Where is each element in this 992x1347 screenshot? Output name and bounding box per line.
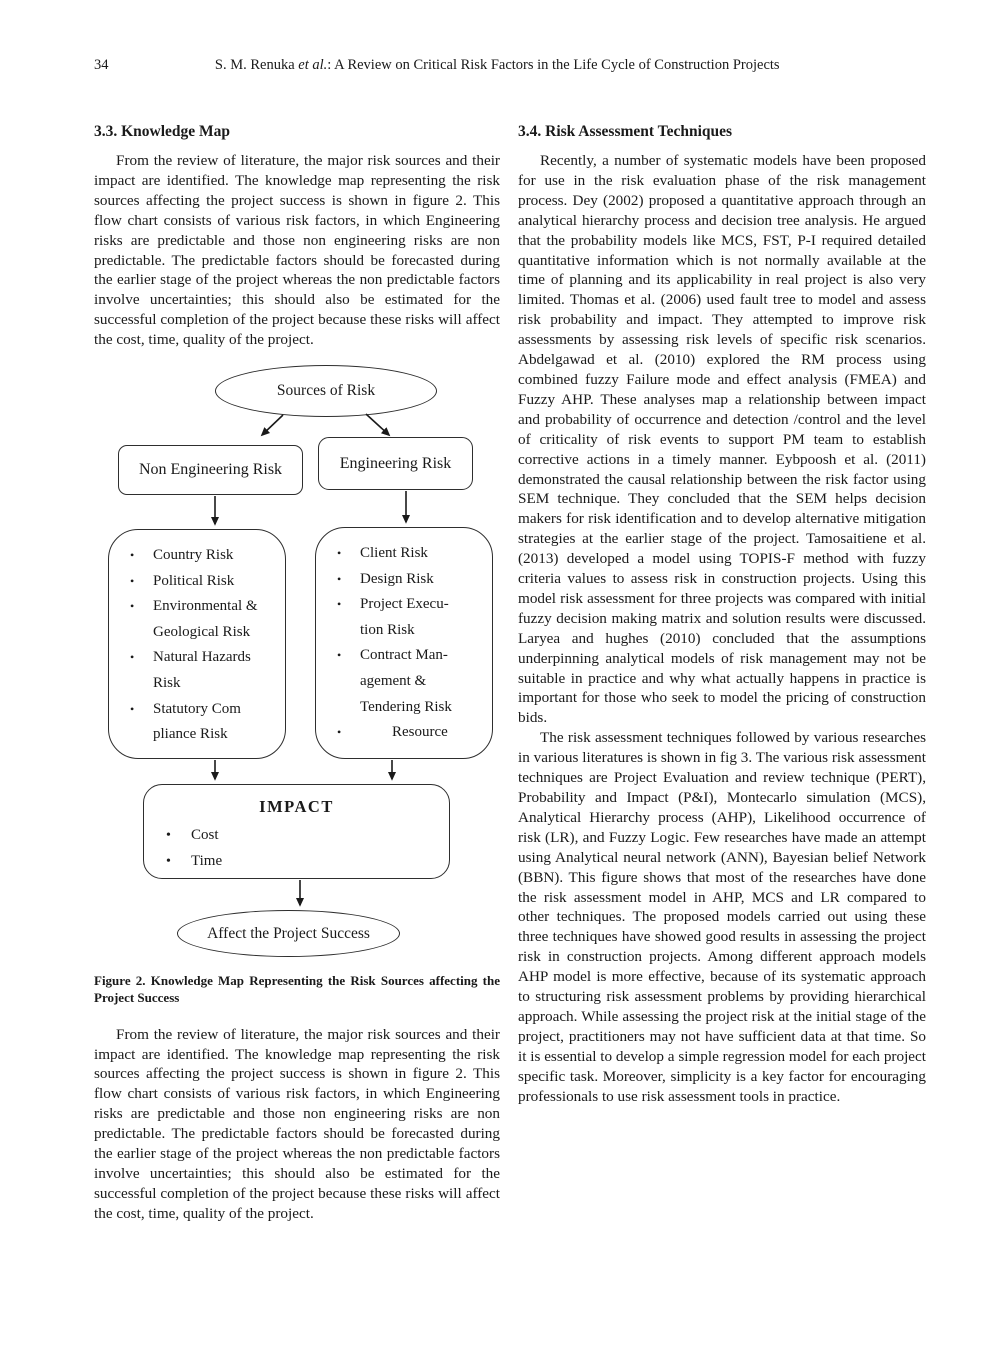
node-label: Affect the Project Success bbox=[207, 924, 370, 942]
flowchart-node-sources-of-risk: Sources of Risk bbox=[215, 365, 437, 418]
running-title-etal: et al. bbox=[298, 57, 328, 73]
section-heading-knowledge-map: 3.3. Knowledge Map bbox=[94, 123, 231, 140]
non-engineering-risk-list: Country Risk Political Risk Environmenta… bbox=[109, 543, 285, 748]
node-label: Engineering Risk bbox=[339, 454, 452, 472]
impact-title: IMPACT bbox=[259, 797, 334, 817]
left-column: 3.3. Knowledge Map From the review of li… bbox=[94, 123, 500, 1224]
running-title: S. M. Renuka et al.: A Review on Critica… bbox=[109, 57, 927, 74]
flowchart-node-non-engineering-list: Country Risk Political Risk Environmenta… bbox=[108, 529, 286, 760]
page-number: 34 bbox=[94, 57, 109, 73]
two-column-body: 3.3. Knowledge Map From the review of li… bbox=[94, 123, 926, 1224]
flowchart-node-engineering-risk: Engineering Risk bbox=[318, 437, 473, 491]
running-title-text: : A Review on Critical Risk Factors in t… bbox=[327, 57, 780, 73]
figure-2-caption: Figure 2. Knowledge Map Representing the… bbox=[94, 973, 500, 1007]
risk-list-item: Country Risk bbox=[109, 543, 281, 569]
risk-list-item: Environmental & Geological Risk bbox=[109, 594, 281, 645]
figure-caption-label: Figure 2. bbox=[94, 973, 146, 989]
paragraph-risk-assessment-1: Recently, a number of systematic models … bbox=[518, 152, 926, 727]
flowchart-node-affect-project-success: Affect the Project Success bbox=[177, 910, 400, 958]
impact-list-item: Cost bbox=[144, 823, 449, 849]
risk-list-item: Design Risk bbox=[316, 567, 488, 593]
figure-caption-text: Knowledge Map Representing the Risk Sour… bbox=[94, 973, 501, 1005]
figure-2-flowchart: Sources of Risk Non Engineering Risk Eng… bbox=[94, 364, 500, 968]
node-label: Non Engineering Risk bbox=[138, 461, 283, 479]
arrow-sources-to-nonengineering bbox=[260, 414, 284, 437]
flowchart-node-engineering-list: Client Risk Design Risk Project Execu- t… bbox=[315, 527, 493, 760]
arrow-sources-to-engineering bbox=[365, 413, 391, 437]
section-heading-risk-assessment: 3.4. Risk Assessment Techniques bbox=[518, 123, 733, 140]
paragraph-risk-assessment-2: The risk assessment techniques followed … bbox=[518, 729, 926, 1105]
running-title-authors: S. M. Renuka bbox=[214, 57, 299, 73]
risk-list-item: Political Risk bbox=[109, 569, 281, 595]
paragraph-knowledge-map-2: From the review of literature, the major… bbox=[94, 1025, 500, 1222]
risk-list-item: Contract Man- agement & Tendering Risk bbox=[316, 643, 488, 720]
risk-list-item: Statutory Com pliance Risk bbox=[109, 697, 281, 748]
impact-list: Cost Time bbox=[144, 823, 449, 874]
impact-list-item: Time bbox=[144, 849, 449, 875]
engineering-risk-list: Client Risk Design Risk Project Execu- t… bbox=[316, 541, 492, 746]
risk-list-item: Resource bbox=[316, 720, 488, 746]
flowchart-node-non-engineering-risk: Non Engineering Risk bbox=[118, 445, 303, 496]
flowchart-arrows bbox=[210, 413, 411, 907]
risk-list-item: Client Risk bbox=[316, 541, 488, 567]
node-label: Sources of Risk bbox=[276, 382, 376, 400]
flowchart-node-impact: IMPACT Cost Time bbox=[143, 784, 450, 880]
risk-list-item: Natural Hazards Risk bbox=[109, 645, 281, 696]
risk-list-item: Project Execu- tion Risk bbox=[316, 592, 488, 643]
paragraph-knowledge-map-1: From the review of literature, the major… bbox=[94, 152, 500, 349]
right-column: 3.4. Risk Assessment Techniques Recently… bbox=[518, 123, 926, 1224]
page-header: 34 S. M. Renuka et al.: A Review on Crit… bbox=[94, 57, 926, 74]
